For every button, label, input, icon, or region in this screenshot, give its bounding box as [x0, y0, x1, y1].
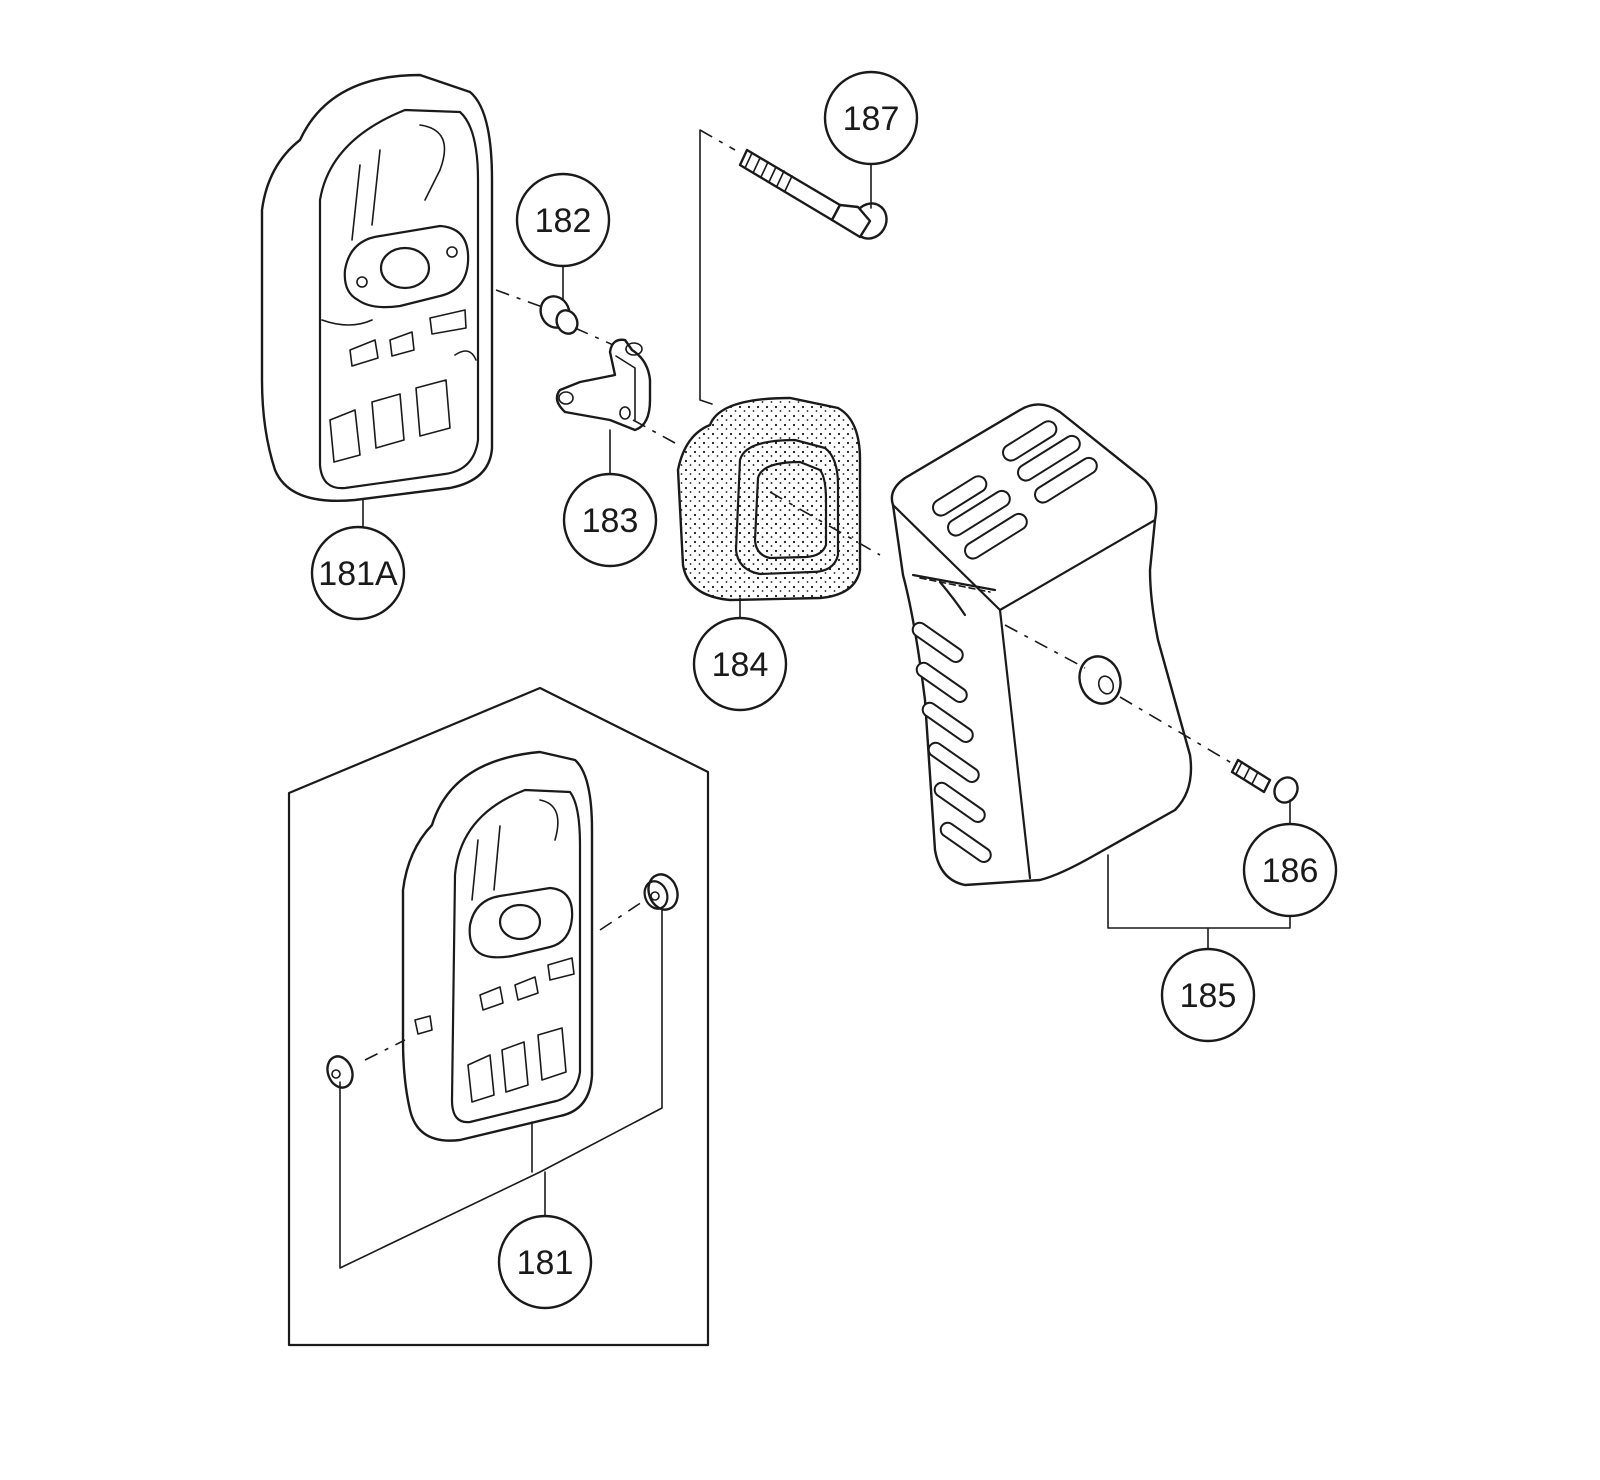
air-cleaner-case-181: [401, 750, 594, 1142]
callout-187: 187: [823, 70, 919, 166]
bracket-183: [555, 338, 652, 432]
callout-184: 184: [692, 616, 788, 712]
collar-182: [539, 295, 579, 335]
callout-184-label: 184: [712, 646, 769, 684]
assembly-box-181: [287, 686, 710, 1347]
callout-186-label: 186: [1262, 852, 1319, 890]
screw-186: [1230, 758, 1299, 804]
callout-181-label: 181: [517, 1244, 574, 1282]
leader-lines: [339, 129, 1291, 1269]
callout-183-label: 183: [582, 502, 639, 540]
callout-185-label: 185: [1180, 977, 1237, 1015]
callout-181: 181: [497, 1214, 593, 1310]
callout-183: 183: [562, 472, 658, 568]
callout-181a: 181A: [310, 525, 406, 621]
callout-182-label: 182: [535, 202, 592, 240]
callout-187-label: 187: [843, 100, 900, 138]
bolt-187: [738, 148, 888, 240]
air-cleaner-case-181a: [260, 73, 494, 502]
grommet-181-right: [643, 873, 679, 911]
element-184: [676, 396, 862, 602]
callout-185: 185: [1160, 947, 1256, 1043]
callout-186: 186: [1242, 822, 1338, 918]
callout-182: 182: [515, 172, 611, 268]
callout-181a-label: 181A: [318, 555, 398, 593]
washer-181-left: [326, 1055, 354, 1089]
